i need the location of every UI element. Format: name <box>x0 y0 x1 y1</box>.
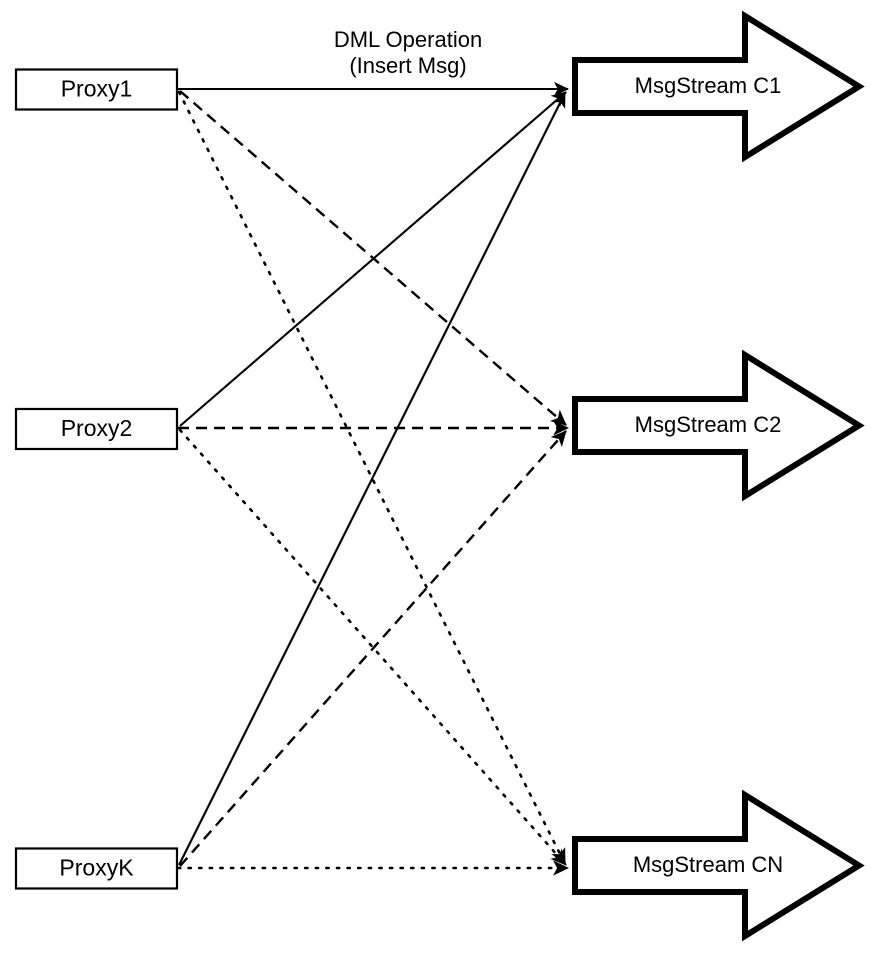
stream-c2-label: MsgStream C2 <box>635 412 782 437</box>
stream-nodes: MsgStream C1 MsgStream C2 MsgStream CN <box>572 10 865 942</box>
annotation-line-2: (Insert Msg) <box>349 53 466 78</box>
proxy-node-proxyk[interactable]: ProxyK <box>14 847 179 890</box>
proxy-node-proxy2[interactable]: Proxy2 <box>14 407 179 451</box>
stream-node-c1[interactable]: MsgStream C1 <box>572 10 865 163</box>
connection-edges <box>176 81 570 876</box>
stream-node-c2[interactable]: MsgStream C2 <box>572 349 865 502</box>
proxyk-label: ProxyK <box>59 855 134 881</box>
proxy2-label: Proxy2 <box>61 415 133 441</box>
stream-cn-label: MsgStream CN <box>633 852 783 877</box>
proxyk-box[interactable] <box>14 847 179 890</box>
proxy2-box[interactable] <box>14 407 179 451</box>
stream-node-cn[interactable]: MsgStream CN <box>572 789 865 942</box>
edge-annotation-dml-operation: DML Operation (Insert Msg) <box>334 27 482 78</box>
stream-cn-arrow-shape[interactable] <box>572 789 865 942</box>
annotation-line-1: DML Operation <box>334 27 482 52</box>
stream-c1-label: MsgStream C1 <box>635 73 782 98</box>
proxy1-label: Proxy1 <box>61 76 133 102</box>
stream-c1-arrow-shape[interactable] <box>572 10 865 163</box>
edge-proxyk-to-stream-c1 <box>178 92 566 866</box>
edge-proxy2-to-stream-cn <box>178 428 568 867</box>
proxy-nodes: Proxy1 Proxy2 ProxyK <box>14 68 179 890</box>
stream-c2-arrow-shape[interactable] <box>572 349 865 502</box>
proxy-node-proxy1[interactable]: Proxy1 <box>14 68 179 111</box>
proxy1-box[interactable] <box>14 68 179 111</box>
edge-proxyk-to-stream-c2 <box>179 430 567 867</box>
edge-proxy2-to-stream-c1 <box>179 91 567 427</box>
